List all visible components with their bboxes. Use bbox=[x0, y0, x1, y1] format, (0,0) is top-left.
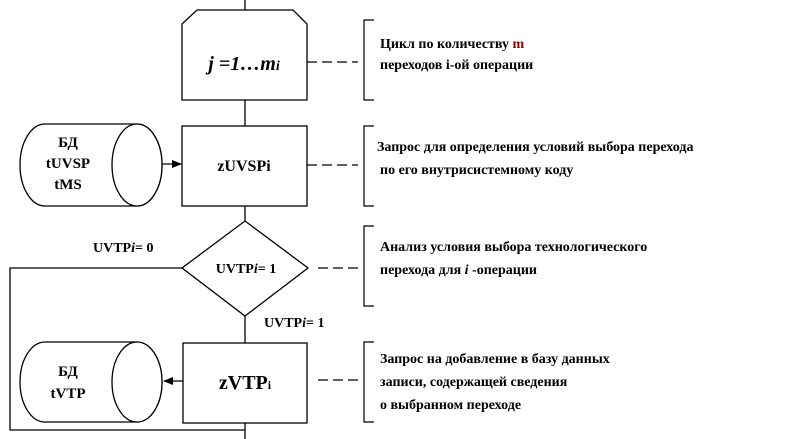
query2-note-line2: записи, содержащей сведения bbox=[380, 375, 568, 390]
db2-line2: tVTP bbox=[51, 386, 86, 402]
decision-label: UVTPi= 1 bbox=[216, 262, 277, 277]
decision-note: Анализ условия выбора технологического п… bbox=[318, 225, 647, 307]
query2-note-line1: Запрос на добавление в базу данных bbox=[380, 352, 610, 367]
decision-note-line1: Анализ условия выбора технологического bbox=[380, 240, 647, 255]
db1-line1: БД bbox=[58, 135, 78, 151]
loop-note-line2: переходов i-ой операции bbox=[380, 58, 533, 73]
flow-lines bbox=[9, 0, 246, 439]
db1-line2: tUVSP bbox=[46, 156, 90, 172]
database-2: БД tVTP bbox=[19, 341, 163, 423]
decision-block: UVTPi= 1 bbox=[180, 220, 310, 317]
db1-line3: tMS bbox=[54, 177, 82, 193]
loop-note-highlight: m bbox=[513, 37, 525, 52]
query1-note: Запрос для определения условий выбора пе… bbox=[307, 125, 693, 207]
query2-note-line3: о выбранном переходе bbox=[380, 398, 521, 413]
branch-yes-label: UVTPi= 1 bbox=[264, 316, 325, 331]
loop-label: j =1…mi bbox=[205, 53, 280, 75]
query2-label: zVTPi bbox=[219, 372, 272, 394]
query1-note-line2: по его внутрисистемному коду bbox=[380, 163, 573, 178]
decision-note-line2: перехода для i -операции bbox=[380, 263, 537, 278]
loop-block: j =1…mi bbox=[181, 9, 308, 101]
query2-block: zVTPi bbox=[182, 342, 308, 424]
query1-note-line1: Запрос для определения условий выбора пе… bbox=[377, 140, 693, 155]
loop-note-line1: Цикл по количеству m bbox=[380, 37, 525, 52]
database-1: БД tUVSP tMS bbox=[19, 123, 163, 207]
query2-note: Запрос на добавление в базу данных запис… bbox=[318, 341, 610, 423]
branch-no-label: UVTPi= 0 bbox=[93, 241, 154, 256]
db2-line1: БД bbox=[58, 364, 78, 380]
query1-label: zUVSPi bbox=[217, 158, 271, 175]
loop-note: Цикл по количеству m переходов i-ой опер… bbox=[307, 19, 533, 101]
query1-block: zUVSPi bbox=[181, 125, 308, 207]
